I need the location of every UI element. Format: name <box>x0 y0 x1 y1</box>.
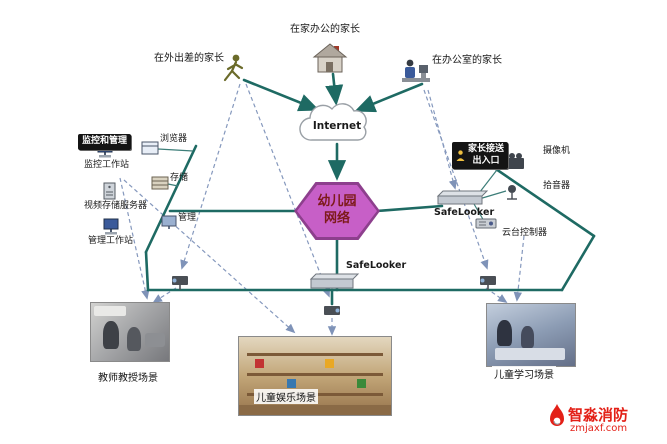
watermark-brand: 智淼消防 <box>568 406 629 424</box>
workstation-monitor-icon <box>103 218 119 235</box>
brand-flame-icon <box>550 404 564 426</box>
disk-stack-icon <box>151 176 169 190</box>
label-camera: 摄像机 <box>543 146 571 156</box>
monitoring-badge: 监控和管理 <box>78 134 132 150</box>
kindergarten-network-node: 幼儿园 网络 <box>294 182 380 240</box>
dashed-links <box>119 83 525 336</box>
server-tower-icon <box>103 182 116 200</box>
management-console-icon <box>161 215 177 229</box>
network-switch-icon <box>309 273 360 289</box>
microphone-icon <box>507 185 517 200</box>
safelooker-device-icon <box>436 190 489 205</box>
label-management-workstation: 管理工作站 <box>88 236 134 246</box>
person-icon <box>456 150 465 161</box>
caption-learning-scene: 儿童学习场景 <box>492 366 556 381</box>
office-worker-icon <box>402 59 430 82</box>
label-parent-traveling: 在外出差的家长 <box>154 53 224 64</box>
entrance-badge: 家长接送 出入口 <box>452 142 509 170</box>
entrance-badge-line1: 家长接送 <box>468 144 505 154</box>
label-sound-pickup: 拾音器 <box>543 181 571 191</box>
network-label-line2: 网络 <box>323 211 350 226</box>
scene-photo-learning <box>486 303 576 367</box>
surveillance-camera-icon <box>324 306 340 315</box>
entrance-badge-line2: 出入口 <box>472 155 500 166</box>
label-safelooker-right: SafeLooker <box>434 207 495 218</box>
label-storage: 存储 <box>170 173 189 183</box>
internet-cloud-icon <box>299 103 367 141</box>
network-label-line1: 幼儿园 <box>317 194 357 210</box>
label-parent-home: 在家办公的家长 <box>290 24 360 35</box>
label-browser: 浏览器 <box>160 134 188 144</box>
surveillance-camera-icon <box>172 276 188 290</box>
watermark-site: zmjaxf.com <box>570 423 628 434</box>
caption-teaching-scene: 教师教授场景 <box>96 369 160 384</box>
label-video-server: 视频存储服务器 <box>84 201 148 211</box>
label-parent-office: 在办公室的家长 <box>432 55 502 66</box>
browser-window-icon <box>141 141 159 155</box>
label-safelooker-center: SafeLooker <box>346 260 407 271</box>
surveillance-camera-icon <box>480 276 496 290</box>
home-office-icon <box>312 43 348 73</box>
scene-photo-entertainment <box>238 336 392 416</box>
scene-photo-teaching <box>90 302 170 362</box>
person-running-icon <box>223 54 244 82</box>
label-monitor-workstation: 监控工作站 <box>84 160 130 170</box>
caption-entertainment-scene: 儿童娱乐场景 <box>254 389 318 404</box>
label-management: 管理 <box>178 213 197 223</box>
label-ptz-controller: 云台控制器 <box>502 228 548 238</box>
internet-label: Internet <box>312 120 362 132</box>
ptz-controller-icon <box>475 218 497 229</box>
